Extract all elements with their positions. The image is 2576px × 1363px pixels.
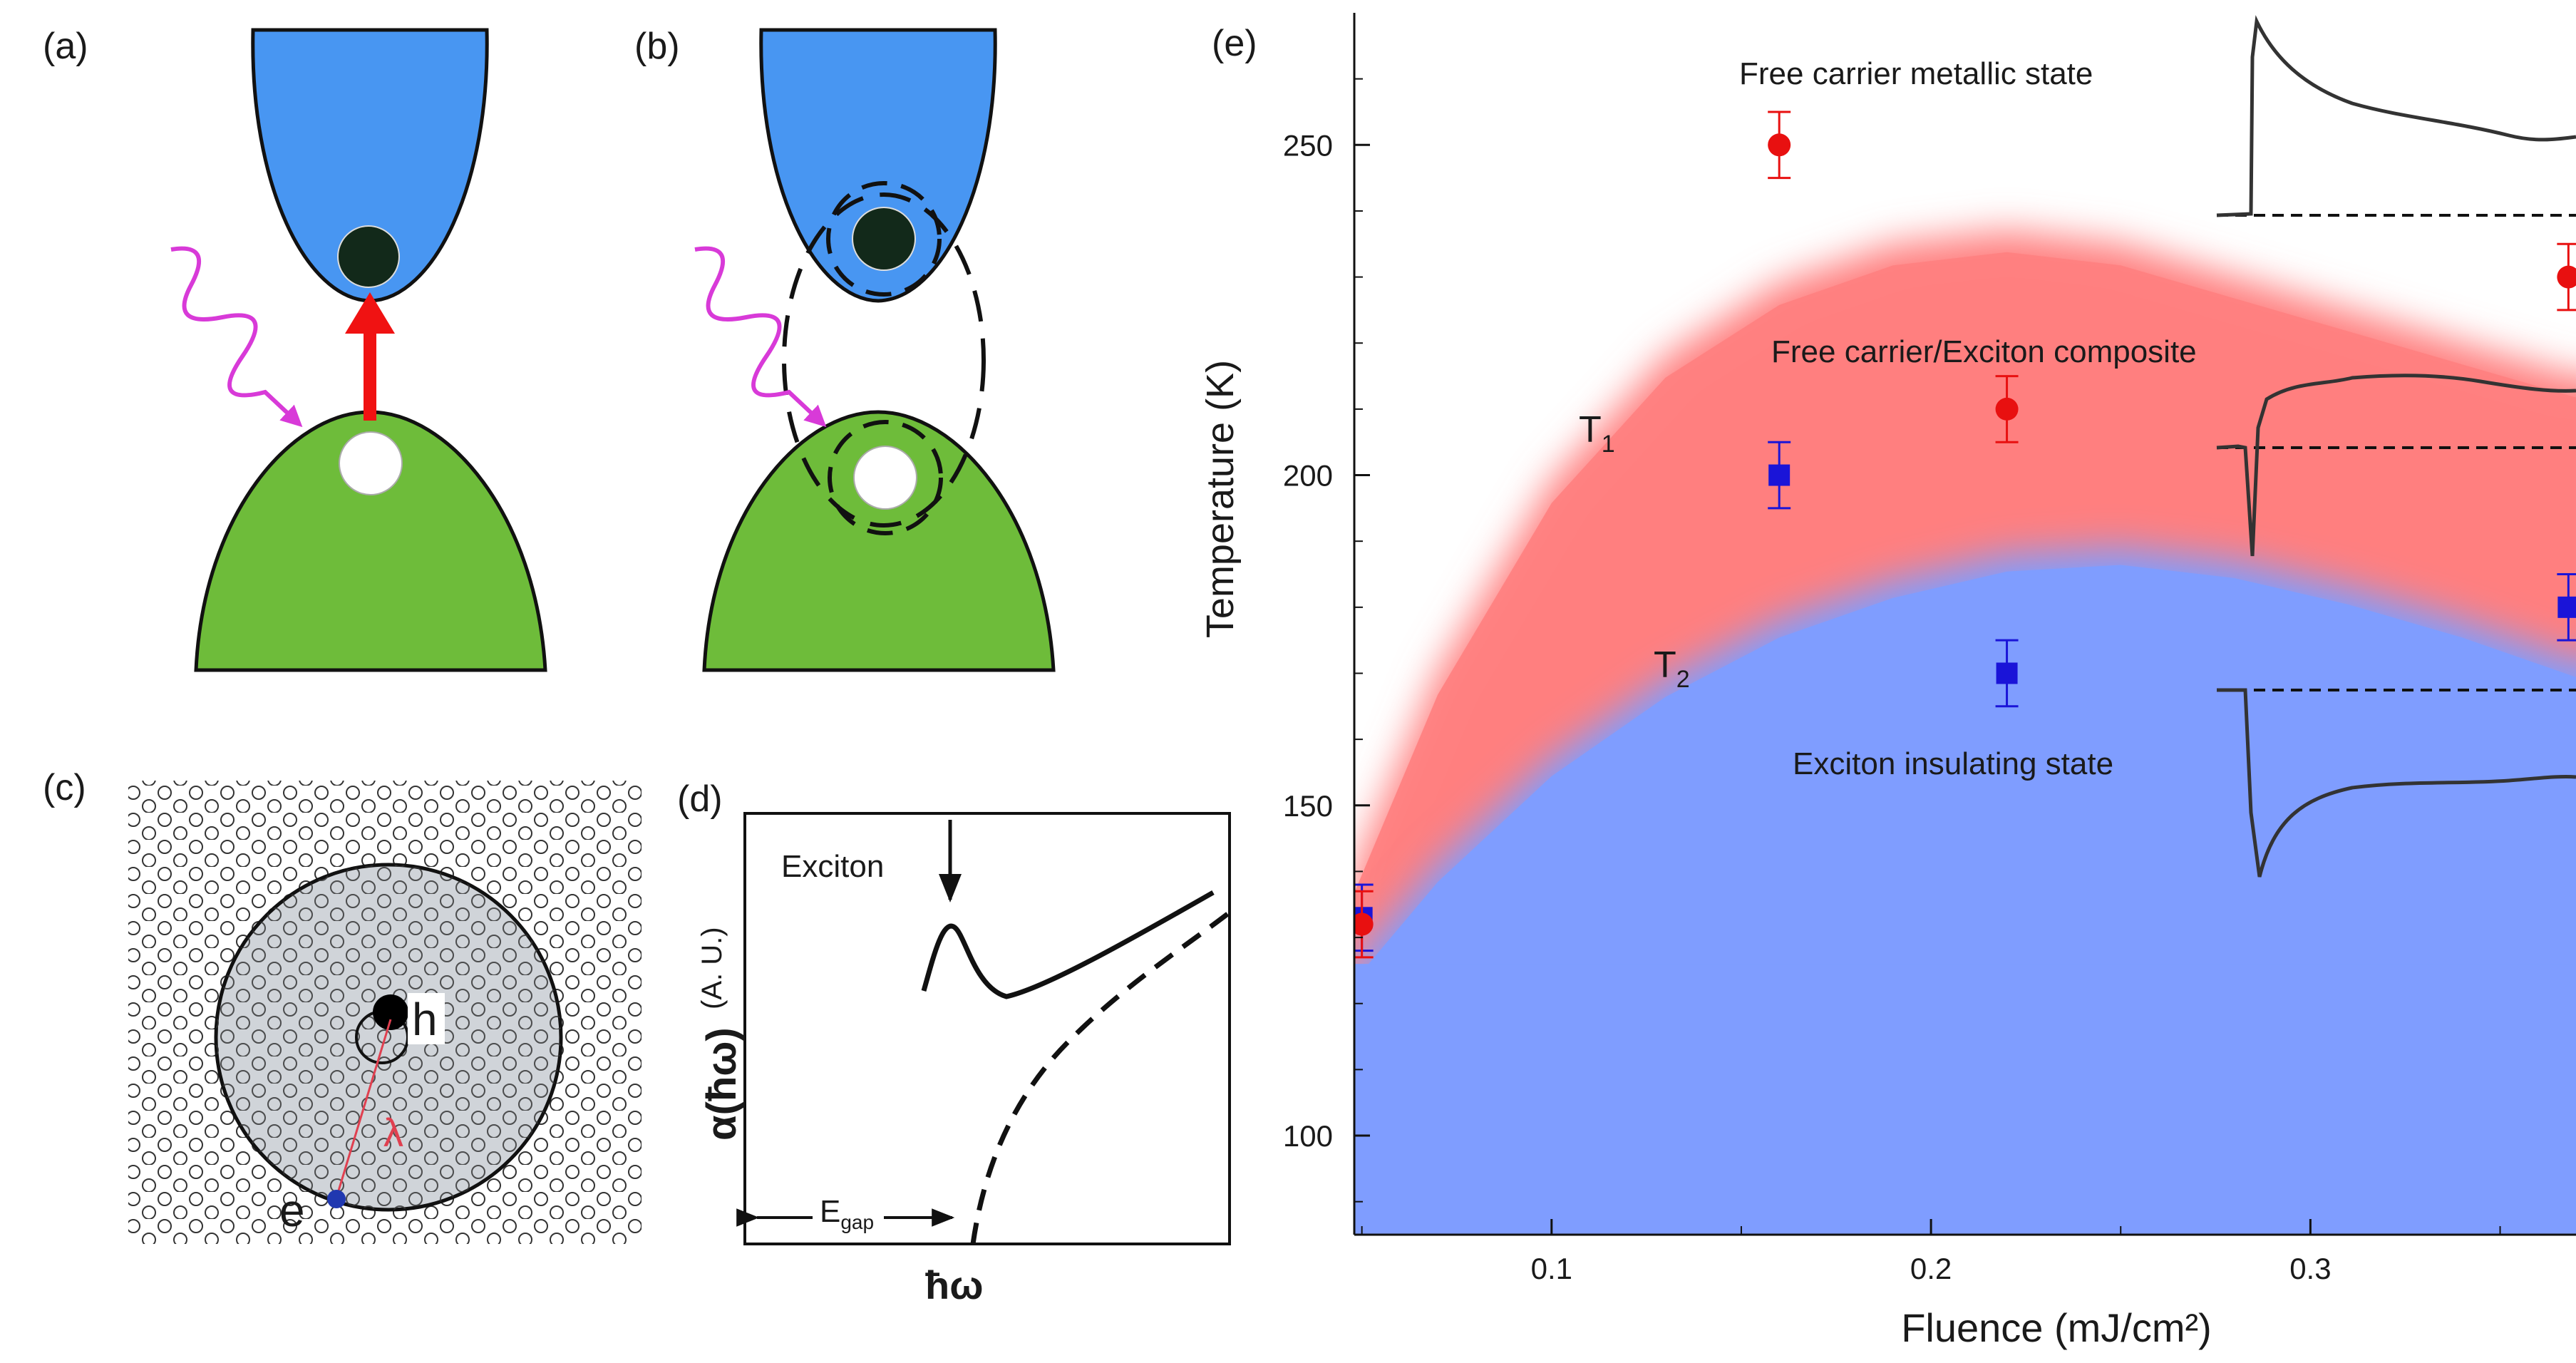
t1-label: T1 [1579,409,1615,458]
hole-halo-b [828,420,943,535]
exciton-label: Exciton [781,849,884,884]
x-tick-label: 0.1 [1531,1252,1572,1285]
panel-e-label: (e) [1212,23,1257,64]
t1-data-point [1768,110,1791,180]
y-axis-label: Temperature (K) [1199,360,1242,638]
t1-data-point [1995,375,2019,443]
hole-a [339,431,403,495]
electron-label: e [279,1185,305,1236]
absorption-ylabel-unit: (A. U.) [696,927,728,1009]
region-label-composite: Free carrier/Exciton composite [1771,334,2197,369]
x-axis-label: Fluence (mJ/cm²) [1901,1305,2212,1350]
panel-a-label: (a) [43,26,88,67]
panel-d: (d) Exciton α(ħω) (A. U.) Egap ħω [677,778,1232,1307]
electron-halo-b [826,181,942,297]
hole-label-bg [408,993,445,1044]
absorption-ylabel: α(ħω) [699,1027,745,1141]
absorption-xlabel: ħω [925,1262,984,1307]
y-tick-label: 100 [1283,1119,1333,1153]
gap-label-bg [813,1190,884,1236]
t1-data-point [2557,242,2576,312]
panel-c-label: (c) [43,767,86,808]
data-markers [1354,110,2576,959]
region-label-insulating: Exciton insulating state [1793,746,2113,781]
panel-e: (e) 100 150 200 250 0.1 0.2 0.3 Free carrier m… [1199,13,2576,1350]
hole-label: h [412,994,438,1045]
exciton-boundary-b [782,192,986,528]
electron-c [327,1190,346,1208]
inset-mid-trace [2216,374,2576,557]
hole-c [373,994,408,1030]
panel-a: (a) [43,26,547,672]
radius-line [335,1019,392,1198]
exciton-absorption-curve [921,890,1215,999]
circle-marker [2557,265,2576,289]
electron-a [337,225,400,288]
circle-marker [1354,912,1374,936]
electron-b [852,207,916,271]
square-marker [1996,662,2018,684]
x-tick-label: 0.3 [2289,1252,2331,1285]
axis-ticks: 100 150 200 250 0.1 0.2 0.3 [1283,78,2501,1285]
photon-wave-a [170,246,303,428]
valence-band-b [702,410,1056,672]
x-tick-label: 0.2 [1910,1252,1952,1285]
radius-label: λ [383,1110,403,1155]
panel-c: (c) h λ e [43,767,642,1244]
phase-regions [1354,230,2576,1235]
region-label-metallic: Free carrier metallic state [1739,56,2093,91]
inset-bottom-trace [2217,688,2576,878]
panel-b: (b) [634,26,1056,672]
panel-b-label: (b) [634,26,680,67]
insets [2216,15,2576,878]
t2-data-point [2557,573,2576,642]
panel-d-label: (d) [677,778,723,820]
square-marker [1768,464,1791,486]
photon-wave-b [694,246,827,428]
excitation-arrow [345,292,395,421]
region-insulating-floor [1354,964,2576,1235]
lattice-inner [216,865,561,1210]
t1-data-point [1354,890,1374,959]
y-tick-label: 200 [1283,459,1333,493]
t2-data-point [1995,639,2019,708]
y-tick-label: 150 [1283,789,1333,823]
t2-label: T2 [1654,644,1690,693]
gap-label: Egap [820,1194,874,1233]
y-tick-label: 250 [1283,128,1333,162]
t2-data-point [1768,441,1791,510]
inset-top-trace [2216,15,2576,217]
square-marker [2557,596,2576,618]
hole-b [853,446,917,510]
circle-marker [1995,397,2019,421]
band-edge-curve [970,910,1232,1245]
circle-marker [1768,133,1791,157]
